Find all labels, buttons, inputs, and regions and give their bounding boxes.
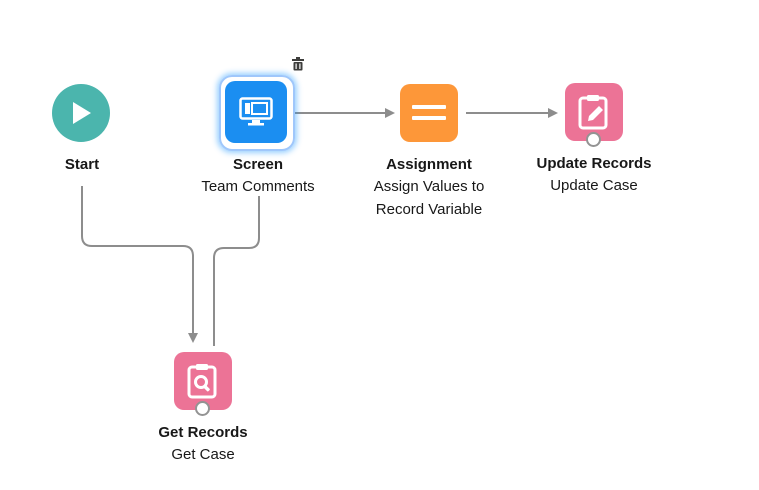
start-node[interactable] (52, 84, 112, 144)
node-subtitle: Get Case (171, 446, 235, 463)
connector-start-to-get-records[interactable] (81, 186, 198, 343)
update-records-node[interactable] (565, 83, 623, 147)
screen-label: Screen Team Comments (168, 155, 348, 198)
equals-icon (412, 105, 446, 120)
screen-node[interactable] (225, 81, 287, 143)
node-title: Start (64, 156, 100, 173)
node-title: Update Records (536, 155, 652, 172)
update-records-label: Update Records Update Case (504, 154, 684, 197)
assignment-label: Assignment Assign Values to Record Varia… (339, 155, 519, 221)
screen-icon (239, 97, 273, 126)
node-title: Screen (232, 156, 284, 173)
assignment-node-box[interactable] (400, 84, 458, 142)
clipboard-pencil-icon (578, 95, 608, 130)
get-records-connector-port[interactable] (195, 401, 210, 416)
node-subtitle: Update Case (550, 177, 638, 194)
selection-highlight (219, 75, 295, 151)
update-records-node-box[interactable] (565, 83, 623, 141)
connector-get-records-to-screen[interactable] (213, 196, 260, 346)
screen-node-box[interactable] (225, 81, 287, 143)
get-records-node[interactable] (174, 352, 232, 416)
node-subtitle-line2: Record Variable (375, 201, 483, 218)
get-records-label: Get Records Get Case (113, 423, 293, 466)
update-records-connector-port[interactable] (586, 132, 601, 147)
node-title: Assignment (386, 156, 472, 173)
node-subtitle: Team Comments (201, 178, 315, 195)
get-records-node-box[interactable] (174, 352, 232, 410)
assignment-node[interactable] (400, 84, 458, 142)
node-title: Get Records (158, 424, 248, 441)
start-label: Start (0, 155, 172, 175)
node-subtitle-line1: Assign Values to (373, 178, 485, 195)
clipboard-search-icon (187, 364, 217, 399)
trash-icon[interactable] (291, 57, 305, 71)
play-icon (73, 102, 91, 124)
start-node-circle[interactable] (52, 84, 110, 142)
